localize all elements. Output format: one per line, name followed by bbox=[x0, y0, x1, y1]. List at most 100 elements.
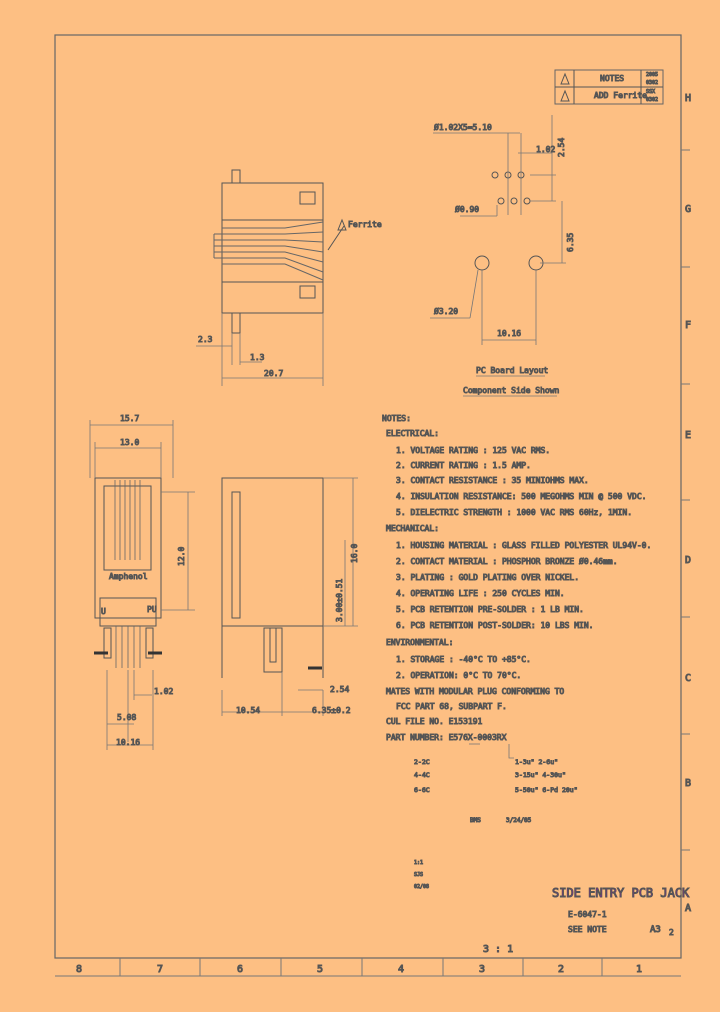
option-right: 5-50u" 6-Pd 20u" bbox=[515, 786, 578, 794]
note-line: 2. CURRENT RATING : 1.5 AMP. bbox=[396, 461, 531, 470]
option-right: 1-3u" 2-6u" bbox=[515, 758, 558, 766]
end-view: 3.00±0.51 16.0 2.54 10.54 6.35±0.2 bbox=[221, 477, 360, 716]
notes-environmental-title: ENVIRONMENTAL: bbox=[386, 638, 453, 647]
dim-10-54: 10.54 bbox=[236, 706, 260, 715]
drawing-size: A3 bbox=[650, 925, 661, 935]
front-brand: Amphenol bbox=[109, 572, 148, 581]
zone-row-labels: H G F E D C B A bbox=[685, 93, 692, 915]
front-view: Amphenol U PU 15.7 13.0 12.0 1.02 5.08 1… bbox=[89, 414, 195, 750]
title-small: 02/08 bbox=[414, 884, 429, 890]
zone-h: H bbox=[685, 93, 691, 104]
dim-hole-pitch: Ø1.02X5=5.10 bbox=[434, 122, 492, 132]
revision-row-text: ADD Ferrite bbox=[594, 91, 647, 100]
revision-triangle-icon bbox=[560, 89, 570, 102]
drawing-number: E-6047-1 bbox=[568, 910, 607, 919]
dim-10-16: 10.16 bbox=[497, 329, 521, 338]
pcb-layout: Ø1.02X5=5.10 1.02 2.54 Ø0.90 6.35 Ø3.20 … bbox=[430, 115, 576, 397]
revision-mark: 0302 bbox=[646, 97, 658, 103]
dim-16-0: 16.0 bbox=[350, 544, 359, 563]
title-small: SJS bbox=[414, 872, 423, 878]
revision-block: NOTES ADD Ferrite 2005 0302 SSX 0302 bbox=[554, 69, 664, 105]
revision-title: NOTES bbox=[600, 74, 624, 83]
front-mark-u: U bbox=[101, 607, 106, 616]
zone-e: E bbox=[685, 430, 691, 441]
note-line: FCC PART 68, SUBPART F. bbox=[396, 702, 507, 711]
drawing-scale: 3 : 1 bbox=[483, 944, 513, 955]
mounting-hole bbox=[474, 255, 490, 271]
drawing-sheet-no: 2 bbox=[669, 928, 674, 937]
note-line: 1. HOUSING MATERIAL : GLASS FILLED POLYE… bbox=[396, 541, 651, 550]
zone-3: 3 bbox=[479, 964, 485, 975]
ferrite-label: Ferrite bbox=[348, 220, 382, 229]
drawing-frame bbox=[54, 34, 690, 977]
note-line: 3. PLATING : GOLD PLATING OVER NICKEL. bbox=[396, 573, 579, 582]
zone-2: 2 bbox=[558, 964, 564, 975]
zone-a: A bbox=[685, 903, 691, 914]
dim-1-02: 1.02 bbox=[536, 145, 555, 154]
note-part-number: PART NUMBER: E576X-0003RX bbox=[386, 733, 507, 742]
option-left: 6-6C bbox=[414, 786, 430, 794]
title-small: 1:1 bbox=[414, 860, 423, 866]
note-line: CUL FILE NO. E153191 bbox=[386, 717, 483, 726]
dim-3-20: Ø3.20 bbox=[434, 306, 458, 316]
pcb-holes bbox=[474, 171, 544, 271]
revision-mark: 2005 bbox=[646, 72, 658, 78]
dim-0-90: Ø0.90 bbox=[455, 204, 479, 214]
dim-2-3: 2.3 bbox=[198, 335, 213, 344]
revision-triangle-icon bbox=[560, 72, 570, 85]
note-line: 6. PCB RETENTION POST-SOLDER: 10 LBS MIN… bbox=[396, 621, 593, 630]
revision-mark: SSX bbox=[646, 89, 655, 95]
dim-5-08: 5.08 bbox=[117, 713, 136, 722]
drawing-title: SIDE ENTRY PCB JACK bbox=[552, 886, 690, 900]
dim-15-7: 15.7 bbox=[120, 414, 139, 423]
zone-b: B bbox=[685, 778, 691, 789]
option-left: 4-4C bbox=[414, 771, 430, 779]
zone-g: G bbox=[685, 204, 691, 215]
zone-7: 7 bbox=[157, 964, 163, 975]
notes: NOTES: ELECTRICAL: 1. VOLTAGE RATING : 1… bbox=[382, 414, 652, 795]
zone-6: 6 bbox=[237, 964, 243, 975]
notes-electrical-title: ELECTRICAL: bbox=[386, 429, 439, 438]
title-sign: BMS bbox=[470, 817, 481, 824]
dim-2-54: 2.54 bbox=[557, 138, 566, 157]
part-number-leader bbox=[508, 744, 514, 759]
revision-mark: 0302 bbox=[646, 80, 658, 86]
note-line: 3. CONTACT RESISTANCE : 35 MINIOHMS MAX. bbox=[396, 476, 589, 485]
pcb-caption-sub: Component Side Shown bbox=[463, 386, 560, 395]
zone-f: F bbox=[685, 320, 691, 331]
notes-mechanical-title: MECHANICAL: bbox=[386, 524, 439, 533]
ferrite-triangle-icon bbox=[337, 218, 347, 231]
drawing-see-note: SEE NOTE bbox=[568, 925, 607, 934]
title-block: BMS 3/24/05 1:1 SJS 02/08 SIDE ENTRY PCB… bbox=[414, 817, 691, 956]
front-mark-pu: PU bbox=[147, 605, 157, 614]
note-line: 4. INSULATION RESISTANCE: 500 MEGOHMS MI… bbox=[396, 492, 646, 501]
side-view: Ferrite 2.3 1.3 20.7 bbox=[196, 169, 382, 386]
zone-5: 5 bbox=[317, 964, 323, 975]
note-line: 5. DIELECTRIC STRENGTH : 1000 VAC RMS 60… bbox=[396, 508, 632, 517]
note-line: 4. OPERATING LIFE : 250 CYCLES MIN. bbox=[396, 589, 565, 598]
note-line: 5. PCB RETENTION PRE-SOLDER : 1 LB MIN. bbox=[396, 605, 584, 614]
pcb-caption: PC Board Layout bbox=[476, 366, 548, 375]
dim-12-0: 12.0 bbox=[177, 547, 186, 566]
dim-6-35: 6.35 bbox=[566, 233, 575, 252]
dim-13-0: 13.0 bbox=[120, 438, 139, 447]
dim-1-02: 1.02 bbox=[154, 687, 173, 696]
note-line: 1. STORAGE : -40°C TO +85°C. bbox=[396, 655, 531, 664]
dim-6-35: 6.35±0.2 bbox=[312, 706, 351, 715]
note-line: 2. OPERATION: 0°C TO 70°C. bbox=[396, 671, 521, 680]
note-line: MATES WITH MODULAR PLUG CONFORMING TO bbox=[386, 687, 564, 696]
dim-2-54: 2.54 bbox=[330, 685, 349, 694]
option-left: 2-2C bbox=[414, 758, 430, 766]
note-line: 1. VOLTAGE RATING : 125 VAC RMS. bbox=[396, 446, 550, 455]
note-line: 2. CONTACT MATERIAL : PHOSPHOR BRONZE Ø0… bbox=[396, 556, 618, 566]
dim-20-7: 20.7 bbox=[264, 369, 283, 378]
zone-4: 4 bbox=[398, 964, 404, 975]
option-right: 3-15u" 4-30u" bbox=[515, 771, 566, 779]
zone-d: D bbox=[685, 555, 691, 566]
zone-c: C bbox=[685, 673, 691, 684]
dim-10-16: 10.16 bbox=[116, 738, 140, 747]
zone-1: 1 bbox=[636, 964, 642, 975]
dim-1-3: 1.3 bbox=[250, 353, 265, 362]
zone-8: 8 bbox=[76, 964, 82, 975]
